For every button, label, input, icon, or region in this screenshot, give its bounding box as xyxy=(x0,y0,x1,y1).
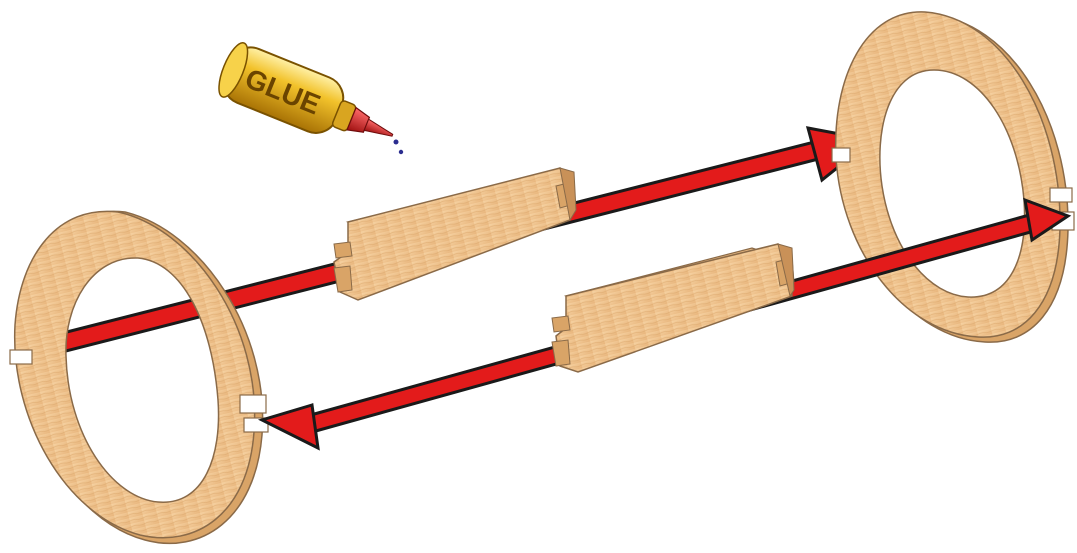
right-ring xyxy=(832,12,1074,342)
right-ring-notch-1 xyxy=(832,148,850,162)
left-ring-notch-1 xyxy=(10,350,32,364)
lower-slat xyxy=(552,244,794,372)
glue-drop-2 xyxy=(399,150,403,154)
upper-slat xyxy=(334,168,576,300)
left-ring-notch-2 xyxy=(240,395,266,413)
glue-drop-1 xyxy=(394,140,399,145)
glue-bottle: GLUE xyxy=(213,39,403,161)
right-ring-notch-2 xyxy=(1050,188,1072,202)
left-ring xyxy=(10,211,268,543)
